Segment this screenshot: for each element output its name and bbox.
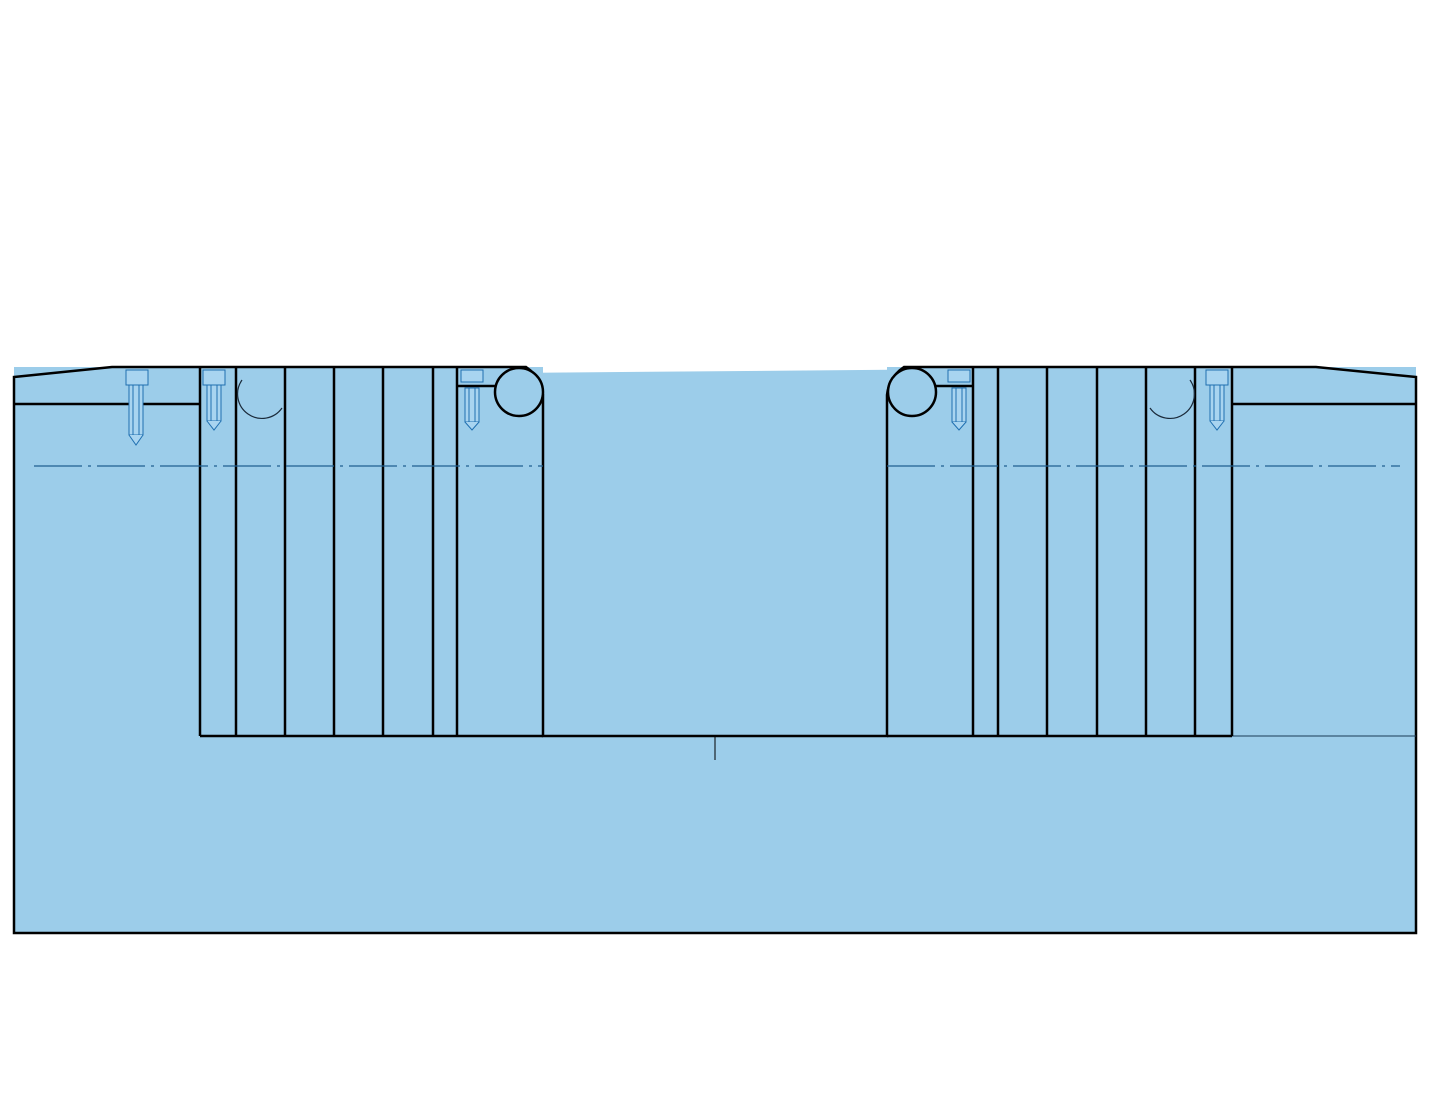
left-groove-arc	[237, 379, 283, 419]
base-fill	[14, 736, 1416, 933]
right-stack-dividers	[971, 367, 1234, 736]
right-o-ring	[886, 366, 938, 418]
right-groove-arc	[1149, 379, 1195, 419]
left-stack-fill	[200, 367, 543, 736]
screw-5	[1205, 369, 1229, 431]
left-o-ring	[493, 366, 545, 418]
screw-2	[202, 369, 226, 431]
left-stack-dividers	[198, 367, 459, 736]
screw-1	[125, 369, 149, 446]
right-stack-fill	[887, 367, 1232, 736]
screw-4	[947, 369, 971, 431]
screw-3	[460, 369, 484, 431]
